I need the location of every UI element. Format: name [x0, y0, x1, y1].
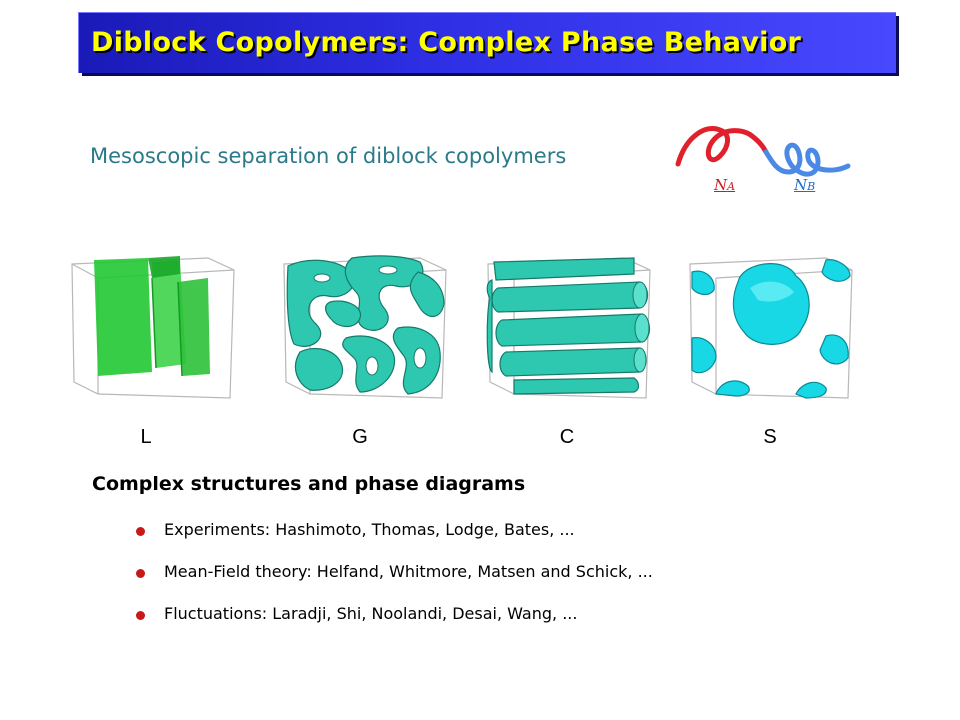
gyroid-structure-image	[283, 255, 447, 399]
subtitle: Mesoscopic separation of diblock copolym…	[90, 144, 567, 168]
block-a-chain	[675, 126, 769, 167]
na-label: NA	[714, 176, 736, 194]
label-sphere: S	[763, 426, 777, 448]
lamella-sheet-3	[148, 256, 180, 278]
title-bar: Diblock Copolymers: Complex Phase Behavi…	[78, 12, 896, 73]
label-gyroid: G	[352, 426, 368, 448]
sphere-structure-image	[689, 257, 853, 399]
cylinder-structure-image	[486, 257, 651, 399]
bullet-icon	[136, 527, 145, 536]
bullet-icon	[136, 569, 145, 578]
lamella-sheet-4	[178, 278, 210, 376]
label-lamellar: L	[140, 426, 152, 448]
bullet-text: Fluctuations: Laradji, Shi, Noolandi, De…	[164, 604, 578, 623]
diblock-polymer-diagram	[675, 126, 851, 177]
bullet-text: Mean-Field theory: Helfand, Whitmore, Ma…	[164, 562, 653, 581]
slide-title: Diblock Copolymers: Complex Phase Behavi…	[91, 27, 802, 58]
nb-label: NB	[794, 176, 816, 194]
section-heading: Complex structures and phase diagrams	[92, 473, 526, 495]
lamellar-structure-image	[71, 256, 235, 399]
block-b-chain	[763, 142, 851, 177]
bullet-icon	[136, 611, 145, 620]
label-cylinder: C	[559, 426, 575, 448]
bullet-text: Experiments: Hashimoto, Thomas, Lodge, B…	[164, 520, 575, 539]
lamella-sheet-1	[94, 258, 152, 376]
